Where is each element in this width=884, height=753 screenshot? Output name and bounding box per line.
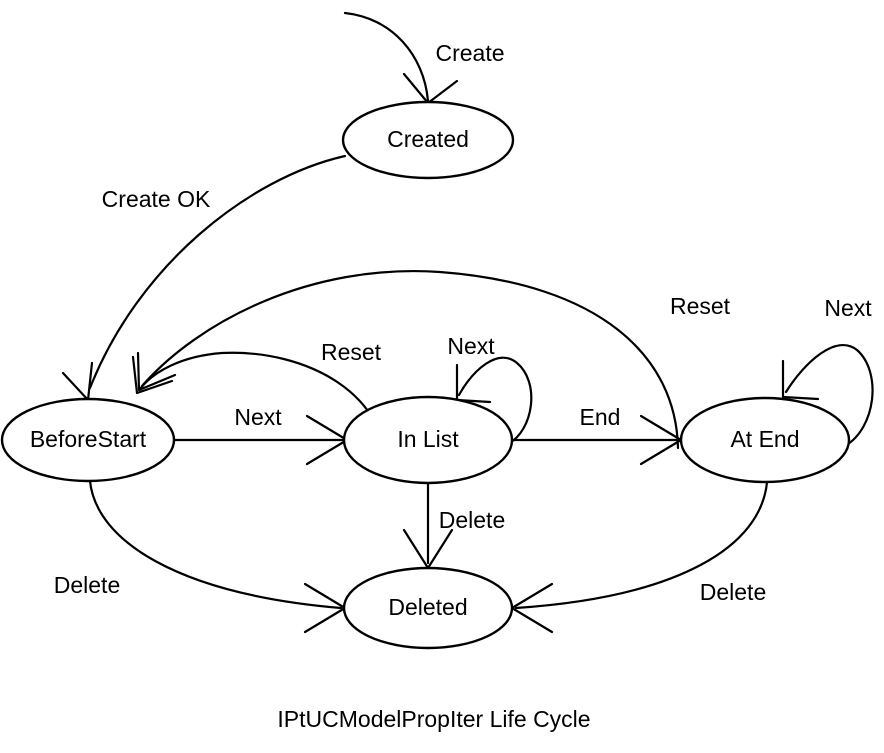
- edge-reset-atend-path: [140, 270, 680, 450]
- state-deleted-ellipse[interactable]: [342, 566, 514, 650]
- edge-delete-ae-arrowhead: [510, 582, 554, 634]
- edge-label-delete-bs: Delete: [54, 572, 120, 598]
- edge-create-ok-path: [88, 154, 347, 390]
- transition-next-beforestart-inlist: Next: [172, 404, 349, 466]
- edge-reset-inlist-arrowhead: [131, 355, 174, 395]
- edge-label-delete-il: Delete: [439, 507, 505, 533]
- transition-next-inlist-self: Next: [447, 333, 533, 446]
- edge-create-ok-arrowhead: [61, 361, 94, 402]
- edge-create-arrowhead: [402, 72, 459, 105]
- edge-label-end: End: [580, 404, 621, 430]
- transition-create: Create: [343, 11, 505, 105]
- transition-delete-atend: Delete: [510, 480, 769, 634]
- transition-create-ok: Create OK: [61, 154, 347, 402]
- edge-next-atend-path: [784, 344, 874, 448]
- edge-label-delete-ae: Delete: [700, 579, 766, 605]
- state-beforestart[interactable]: BeforeStart: [0, 397, 176, 483]
- edge-delete-bs-path: [88, 479, 343, 610]
- state-beforestart-ellipse[interactable]: [0, 397, 176, 483]
- edge-end-arrowhead: [639, 414, 683, 466]
- state-deleted[interactable]: Deleted: [342, 566, 514, 650]
- state-atend-ellipse[interactable]: [679, 396, 851, 484]
- transition-end: End: [510, 404, 683, 466]
- edge-label-create-ok: Create OK: [102, 186, 211, 212]
- state-created-label: Created: [387, 126, 469, 152]
- edge-label-create: Create: [435, 40, 504, 66]
- edge-label-next-1: Next: [234, 404, 282, 430]
- state-deleted-label: Deleted: [388, 594, 467, 620]
- state-atend[interactable]: At End: [679, 396, 851, 484]
- state-created-ellipse[interactable]: [341, 100, 515, 180]
- edge-next-inlist-arrowhead: [455, 363, 492, 404]
- edge-label-reset-inlist: Reset: [321, 339, 382, 365]
- edge-create-path: [343, 11, 430, 103]
- transition-delete-beforestart: Delete: [54, 479, 347, 634]
- state-atend-label: At End: [730, 426, 799, 452]
- edge-delete-bs-arrowhead: [303, 582, 347, 634]
- state-beforestart-label: BeforeStart: [30, 426, 147, 452]
- transition-delete-inlist: Delete: [402, 481, 505, 570]
- edge-next-inlist-path: [457, 356, 533, 446]
- edge-label-next-atend: Next: [824, 295, 872, 321]
- edge-reset-atend-arrowhead: [136, 351, 177, 392]
- transition-next-atend-self: Next: [781, 295, 874, 448]
- state-inlist[interactable]: In List: [342, 395, 514, 485]
- diagram-caption: IPtUCModelPropIter Life Cycle: [277, 706, 590, 732]
- state-created[interactable]: Created: [341, 100, 515, 180]
- edge-label-next-inlist: Next: [447, 333, 495, 359]
- edge-next-1-arrowhead: [305, 414, 349, 466]
- edge-delete-ae-path: [514, 480, 769, 610]
- transition-reset-atend-beforestart: Reset: [136, 270, 731, 450]
- edge-next-atend-arrowhead: [781, 359, 820, 401]
- edge-delete-il-arrowhead: [402, 528, 454, 570]
- edge-label-reset-atend: Reset: [670, 293, 731, 319]
- state-inlist-label: In List: [397, 426, 459, 452]
- state-inlist-ellipse[interactable]: [342, 395, 514, 485]
